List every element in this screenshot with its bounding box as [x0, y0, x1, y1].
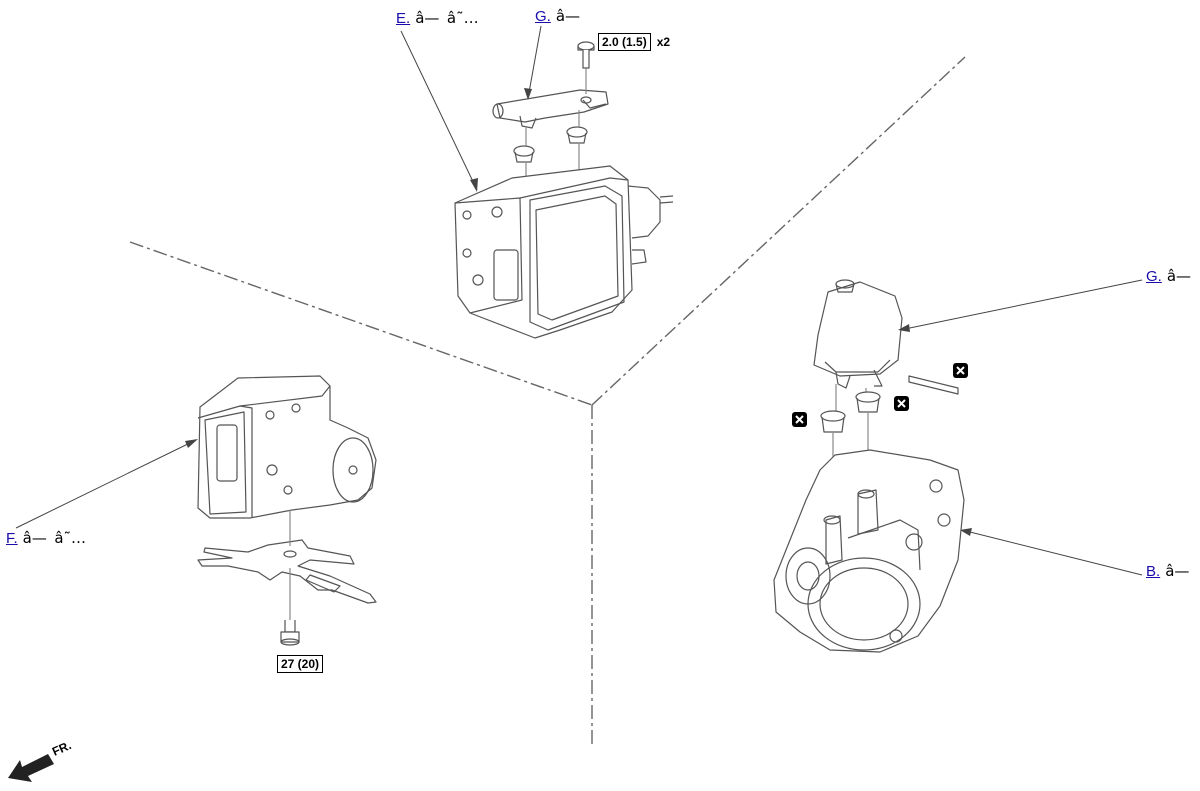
- callout-g-top-link[interactable]: G.: [535, 8, 551, 25]
- reservoir-right: [813, 279, 959, 412]
- actuator-body-top: [454, 165, 674, 339]
- torque-multiplier-top: x2: [656, 35, 671, 49]
- callout-f-text: â— â˜…: [22, 529, 87, 547]
- non-reusable-part-icon: [894, 396, 909, 411]
- leader-arrowheads: [185, 88, 972, 536]
- callout-e-link[interactable]: E.: [396, 10, 411, 27]
- bolt-top: [577, 41, 595, 94]
- torque-spec-top: 2.0 (1.5) x2: [598, 33, 670, 51]
- callout-e: E.â— â˜…: [396, 9, 479, 28]
- leader-lines: [15, 25, 1143, 576]
- callout-g-right-text: â—: [1166, 267, 1192, 285]
- actuator-body-left: [197, 375, 377, 519]
- bracket-left: [197, 510, 377, 620]
- callout-b: B.â—: [1146, 562, 1189, 581]
- non-reusable-part-icon: [792, 412, 807, 427]
- master-cylinder-right: [773, 449, 965, 653]
- torque-spec-bottom: 27 (20): [277, 655, 324, 673]
- callout-g-right-link[interactable]: G.: [1146, 268, 1162, 285]
- non-reusable-part-icon: [953, 363, 968, 378]
- callout-b-link[interactable]: B.: [1146, 563, 1161, 580]
- callout-b-text: â—: [1165, 562, 1190, 580]
- torque-value-bottom: 27 (20): [277, 655, 324, 673]
- bolt-bottom: [280, 620, 300, 646]
- callout-f: F.â— â˜…: [6, 529, 86, 548]
- pipe-part-top: [492, 89, 609, 129]
- callout-g-right: G.â—: [1146, 267, 1191, 286]
- front-arrow-icon: [8, 754, 54, 782]
- callout-g-top-text: â—: [555, 7, 581, 25]
- callout-g-top: G.â—: [535, 7, 580, 26]
- callout-e-text: â— â˜…: [415, 9, 479, 27]
- torque-value-top: 2.0 (1.5): [598, 33, 651, 51]
- callout-f-link[interactable]: F.: [6, 530, 18, 547]
- perspective-lines: [129, 56, 966, 745]
